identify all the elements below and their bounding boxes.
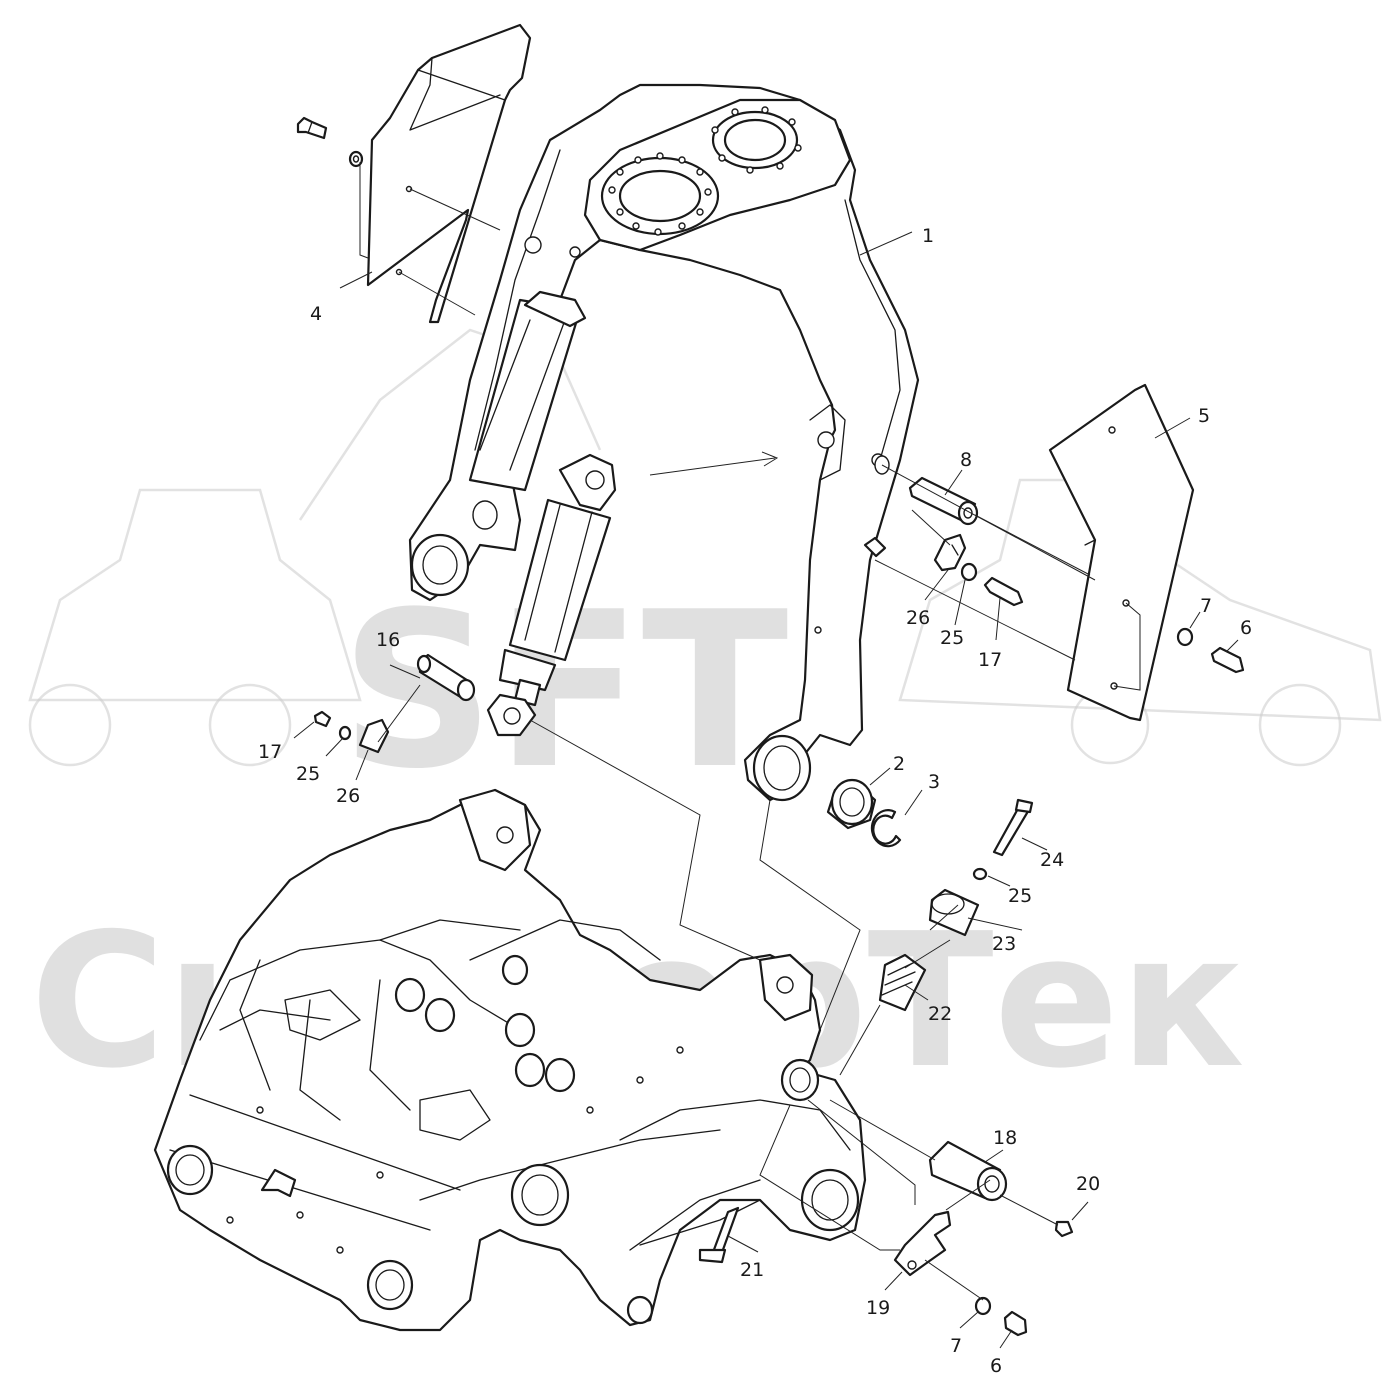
spring-22 [878, 953, 927, 1012]
watermark-tractor-left-icon [28, 328, 602, 767]
lock-plate-26-right [933, 533, 967, 572]
washer-25-right [960, 562, 978, 582]
label-25-right: 25 [940, 627, 964, 649]
bolt-24 [992, 798, 1034, 857]
hydraulic-cylinder-center [486, 453, 617, 737]
pin-16 [416, 653, 476, 702]
tractor-chassis [153, 788, 867, 1332]
label-2: 2 [893, 753, 905, 775]
hydraulic-cylinder-left [468, 290, 587, 492]
bolt-left-top [296, 116, 364, 168]
bolt-17-left [313, 710, 332, 728]
bushing-2 [826, 778, 877, 830]
grease-nipple-20 [1054, 1220, 1074, 1238]
bolt-17-right [983, 576, 1024, 607]
label-4: 4 [310, 303, 322, 325]
washer-7-right [1176, 627, 1194, 647]
label-21: 21 [740, 1259, 764, 1281]
label-7-right: 7 [1200, 595, 1212, 617]
label-20: 20 [1076, 1173, 1100, 1195]
lock-plate-19 [893, 1210, 952, 1277]
label-25-spring: 25 [1008, 885, 1032, 907]
washer-25-spring [972, 867, 988, 881]
snap-ring-3 [870, 809, 902, 848]
label-16: 16 [376, 629, 400, 651]
label-8: 8 [960, 449, 972, 471]
label-3: 3 [928, 771, 940, 793]
label-22: 22 [928, 1003, 952, 1025]
bushing-23 [928, 888, 980, 937]
lock-plate-26-left [358, 718, 390, 754]
flange-bolt-holes [608, 106, 802, 236]
label-23: 23 [992, 933, 1016, 955]
label-25-left: 25 [296, 763, 320, 785]
label-26-right: 26 [906, 607, 930, 629]
leader-lines [293, 162, 1239, 1349]
washer-25-left [338, 725, 352, 741]
bolt-6-bottom [1003, 1310, 1028, 1337]
label-6-bottom: 6 [990, 1355, 1002, 1377]
label-26-left: 26 [336, 785, 360, 807]
label-6-right: 6 [1240, 617, 1252, 639]
label-5: 5 [1198, 405, 1210, 427]
label-1: 1 [922, 225, 934, 247]
label-17-left: 17 [258, 741, 282, 763]
washer-7-bottom [974, 1296, 992, 1316]
guard-plate-right [1048, 383, 1195, 722]
pin-18 [928, 1140, 1008, 1202]
label-24: 24 [1040, 849, 1064, 871]
bolt-6-right [1210, 646, 1245, 674]
label-18: 18 [993, 1127, 1017, 1149]
callout-labels: 1 2 3 4 5 6 6 7 7 8 16 17 17 18 19 20 21… [258, 225, 1252, 1377]
label-17-right: 17 [978, 649, 1002, 671]
pin-21 [698, 1206, 740, 1264]
label-7-bottom: 7 [950, 1335, 962, 1357]
label-19: 19 [866, 1297, 890, 1319]
